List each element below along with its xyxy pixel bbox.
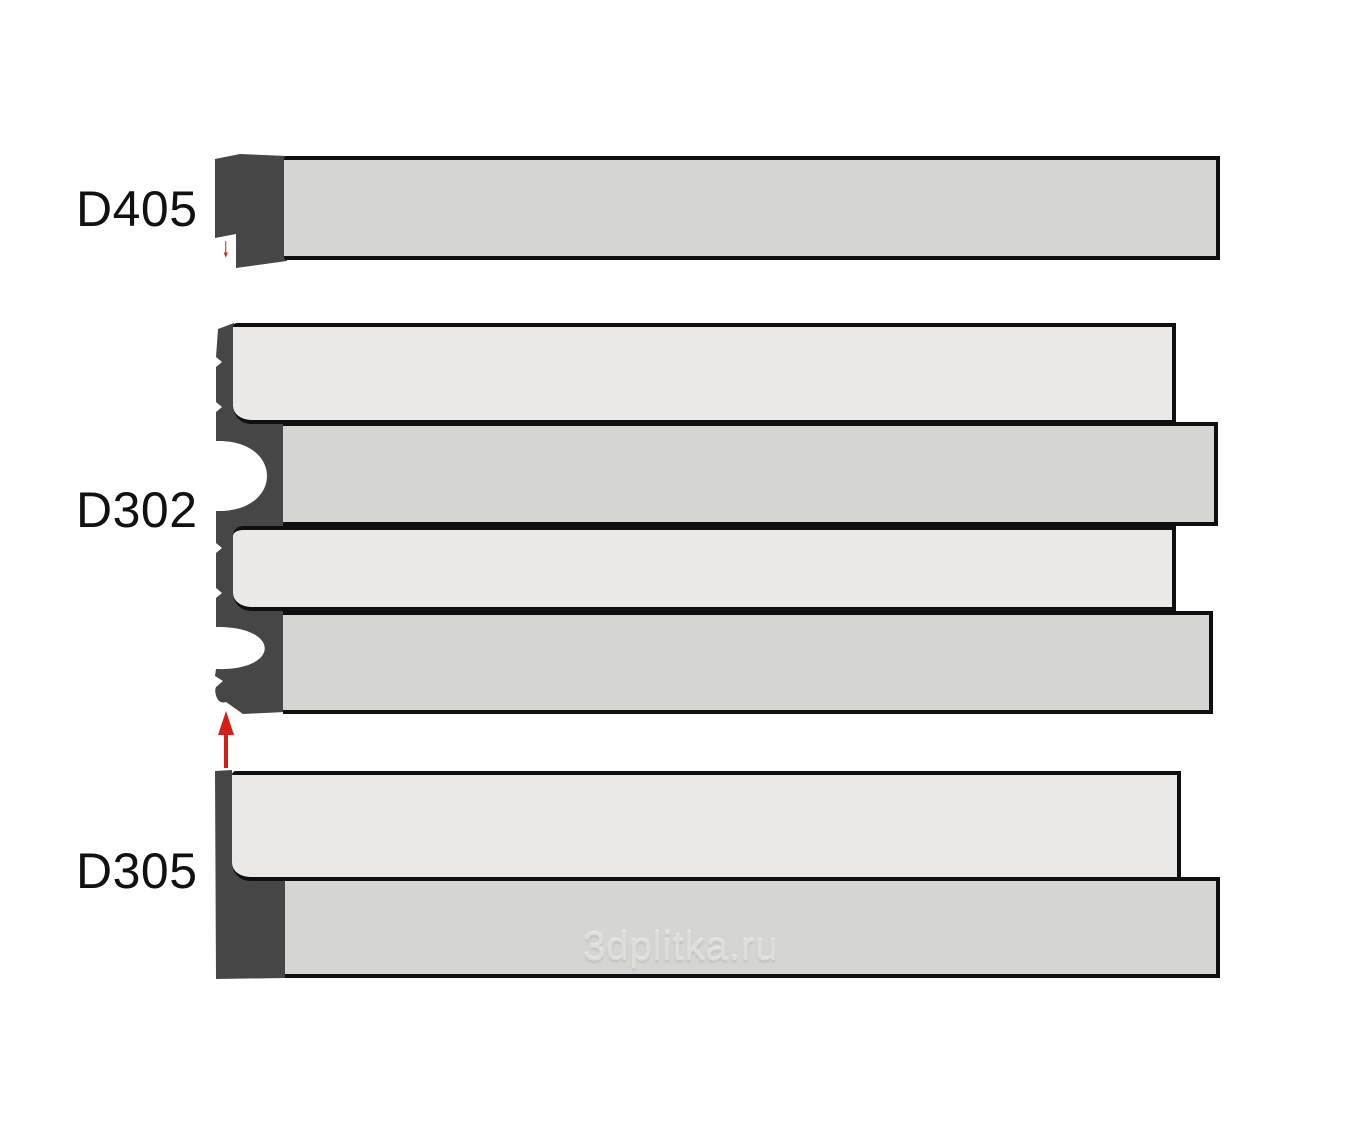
d302-tile-row-2 xyxy=(283,422,1218,526)
d302-tile-row-3 xyxy=(233,526,1176,611)
section-label-d405: D405 xyxy=(76,181,198,237)
section-label-d305: D305 xyxy=(76,843,198,899)
d305-profile-shape xyxy=(215,770,285,979)
d405-tile-panel xyxy=(284,156,1220,260)
arrow-down-icon xyxy=(223,240,228,258)
d302-tile-row-4 xyxy=(283,611,1213,714)
d305-tile-row-2 xyxy=(285,877,1220,978)
watermark-text: 3dplitka.ru xyxy=(583,925,779,969)
d302-tile-row-1 xyxy=(233,323,1176,424)
d405-profile-shape xyxy=(215,154,287,268)
arrow-up-icon xyxy=(218,711,234,768)
section-label-d302: D302 xyxy=(76,482,198,538)
d305-tile-row-1 xyxy=(232,771,1181,881)
